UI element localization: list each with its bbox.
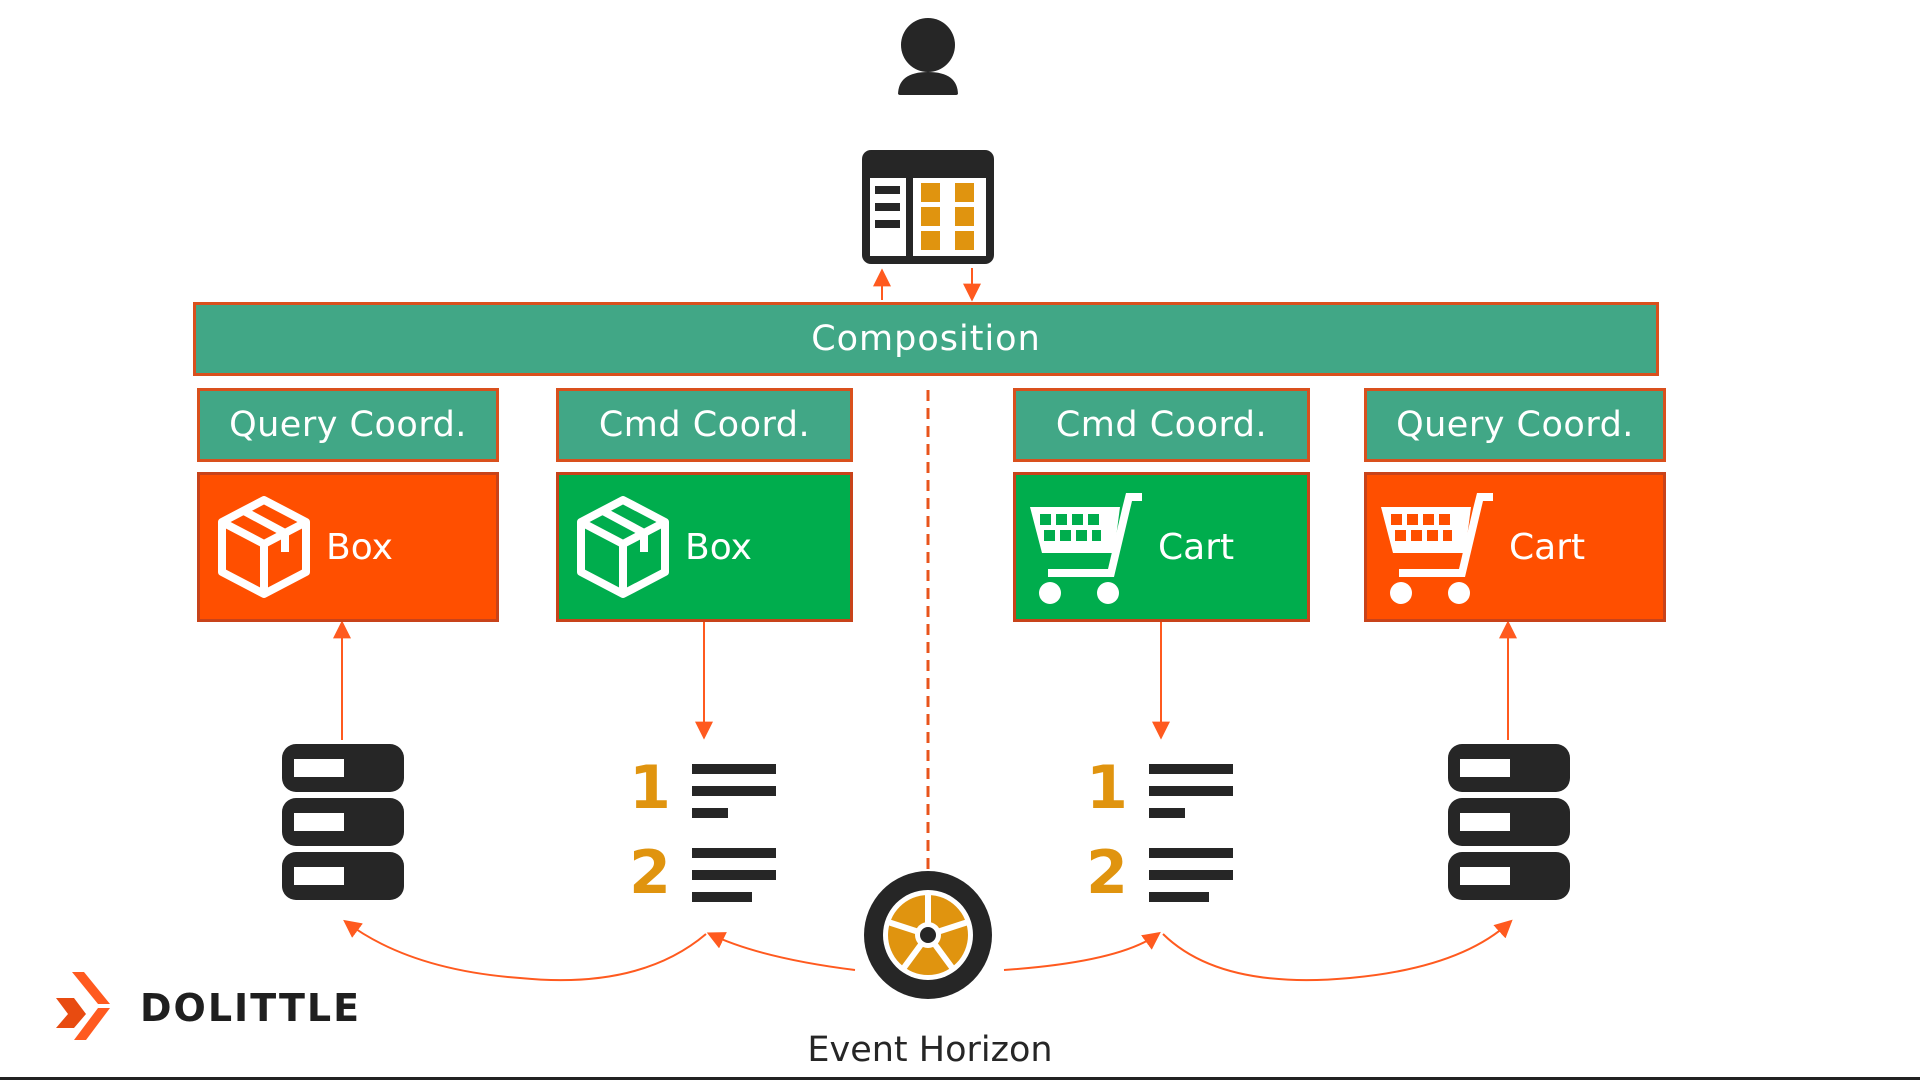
query-coordinator-cart: Query Coord. bbox=[1364, 388, 1666, 462]
query-box-service: Box bbox=[197, 472, 499, 622]
query-coordinator-box: Query Coord. bbox=[197, 388, 499, 462]
composition-layer: Composition bbox=[193, 302, 1659, 376]
service-label: Cart bbox=[1158, 526, 1235, 568]
event-number: 1 bbox=[629, 753, 671, 823]
dolittle-logo-icon bbox=[54, 968, 116, 1048]
box-icon bbox=[214, 494, 314, 600]
event-log-icon: 1 2 bbox=[629, 753, 776, 908]
user-icon bbox=[898, 18, 958, 95]
service-label: Box bbox=[685, 526, 752, 568]
service-label: Box bbox=[326, 526, 393, 568]
app-window-icon bbox=[862, 150, 994, 264]
arrow-log-to-box-store bbox=[343, 919, 707, 982]
database-icon bbox=[282, 744, 404, 900]
composition-label: Composition bbox=[811, 319, 1041, 359]
event-number: 2 bbox=[1086, 838, 1128, 908]
cart-icon bbox=[1377, 487, 1497, 607]
box-icon bbox=[573, 494, 673, 600]
event-number: 1 bbox=[1086, 753, 1128, 823]
event-log-icon: 1 2 bbox=[1086, 753, 1233, 908]
coordinator-label: Query Coord. bbox=[229, 405, 467, 445]
database-icon bbox=[1448, 744, 1570, 900]
arrow-log-to-cart-store bbox=[1162, 919, 1513, 982]
coordinator-label: Cmd Coord. bbox=[598, 405, 811, 445]
brand-logo: DOLITTLE bbox=[54, 968, 361, 1048]
event-horizon-icon bbox=[864, 871, 992, 999]
coordinator-label: Cmd Coord. bbox=[1055, 405, 1268, 445]
cmd-box-service: Box bbox=[556, 472, 853, 622]
query-cart-service: Cart bbox=[1364, 472, 1666, 622]
cart-icon bbox=[1026, 487, 1146, 607]
cmd-coordinator-cart: Cmd Coord. bbox=[1013, 388, 1310, 462]
footer-divider bbox=[0, 1077, 1920, 1080]
arrow-horizon-to-cart-log bbox=[1003, 931, 1161, 971]
service-label: Cart bbox=[1509, 526, 1586, 568]
coordinator-label: Query Coord. bbox=[1396, 405, 1634, 445]
cmd-cart-service: Cart bbox=[1013, 472, 1310, 622]
event-number: 2 bbox=[629, 838, 671, 908]
cmd-coordinator-box: Cmd Coord. bbox=[556, 388, 853, 462]
brand-name: DOLITTLE bbox=[140, 986, 362, 1030]
arrow-horizon-to-box-log bbox=[706, 932, 856, 971]
event-horizon-label: Event Horizon bbox=[807, 1030, 1053, 1070]
